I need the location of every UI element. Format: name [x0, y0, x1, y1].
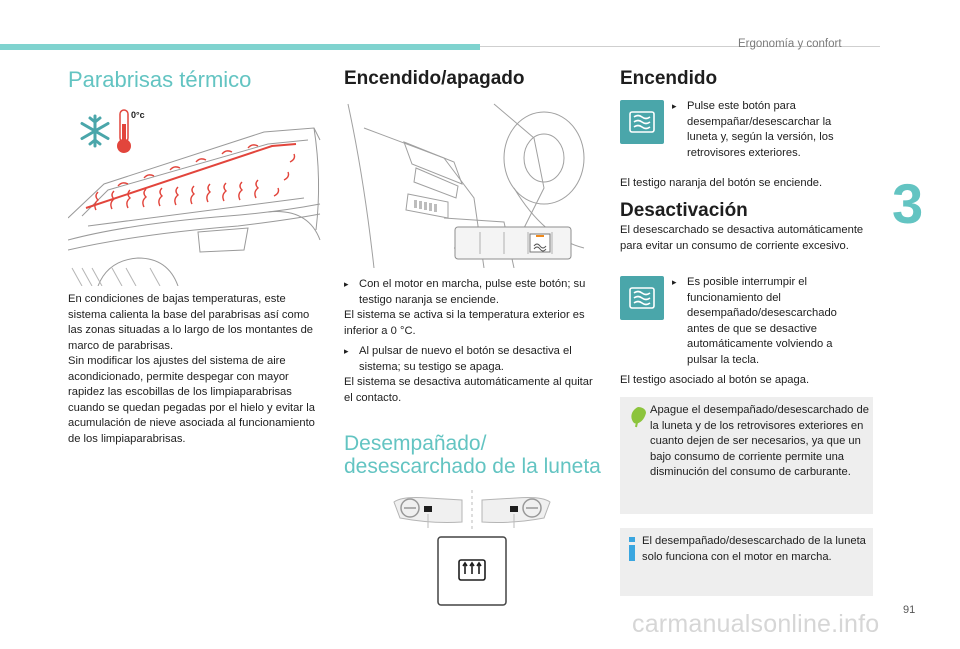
- auto-deactivation: El sistema se desactiva automáticamente …: [344, 376, 593, 404]
- deactivation-description: El desescarchado se desactiva automática…: [620, 224, 864, 252]
- button-panel-closeup: [454, 226, 572, 260]
- rear-defrost-button-closeup: [437, 536, 507, 606]
- header-rule: [480, 46, 880, 47]
- windscreen-illustration: [67, 100, 324, 287]
- leaf-icon: [631, 407, 646, 428]
- switch-on-indicator: El testigo naranja del botón se enciende…: [620, 177, 823, 189]
- heated-windscreen-description: En condiciones de bajas temperaturas, es…: [68, 293, 314, 352]
- page-number: 91: [903, 604, 916, 616]
- bullet-arrow-icon: ▸: [344, 346, 349, 356]
- temperature-label: 0°c: [131, 110, 145, 120]
- bullet-arrow-icon: ▸: [672, 101, 677, 111]
- info-note: El desempañado/desescarchado de la lunet…: [620, 528, 873, 596]
- dashboard-illustration: [344, 98, 604, 269]
- rear-defrost-icon: [620, 276, 664, 320]
- chapter-number: 3: [892, 172, 924, 235]
- eco-note: Apague el desempañado/desescarchado de l…: [620, 397, 873, 514]
- switch-on-title: Encendido: [620, 68, 718, 89]
- bullet-arrow-icon: ▸: [344, 279, 349, 289]
- deactivation-bullet: ▸ Es posible interrumpir el funcionamien…: [672, 276, 837, 366]
- on-off-title: Encendido/apagado: [344, 68, 525, 89]
- activation-condition: El sistema se activa si la temperatura e…: [344, 309, 585, 337]
- header-accent-bar: [0, 44, 480, 50]
- thermometer-icon: [114, 108, 136, 154]
- rear-defrost-icon: [620, 100, 664, 144]
- rear-screen-title-line2: desescarchado de la luneta: [344, 455, 601, 478]
- deactivation-indicator: El testigo asociado al botón se apaga.: [620, 374, 810, 386]
- on-bullet: ▸ Con el motor en marcha, pulse este bot…: [344, 278, 586, 306]
- section-title: Ergonomía y confort: [738, 38, 842, 50]
- heated-windscreen-title: Parabrisas térmico: [68, 67, 252, 92]
- rear-screen-title-line1: Desempañado/: [344, 432, 487, 455]
- switch-on-bullet: ▸ Pulse este botón para desempañar/deses…: [672, 100, 834, 159]
- info-icon: [629, 537, 635, 561]
- bullet-arrow-icon: ▸: [672, 277, 677, 287]
- off-bullet: ▸ Al pulsar de nuevo el botón se desacti…: [344, 345, 572, 373]
- snowflake-icon: [78, 114, 112, 148]
- control-panels-illustration: [392, 488, 552, 532]
- deactivation-title: Desactivación: [620, 200, 748, 221]
- watermark: carmanualsonline.info: [632, 610, 880, 638]
- heated-windscreen-description-2: Sin modificar los ajustes del sistema de…: [68, 355, 315, 445]
